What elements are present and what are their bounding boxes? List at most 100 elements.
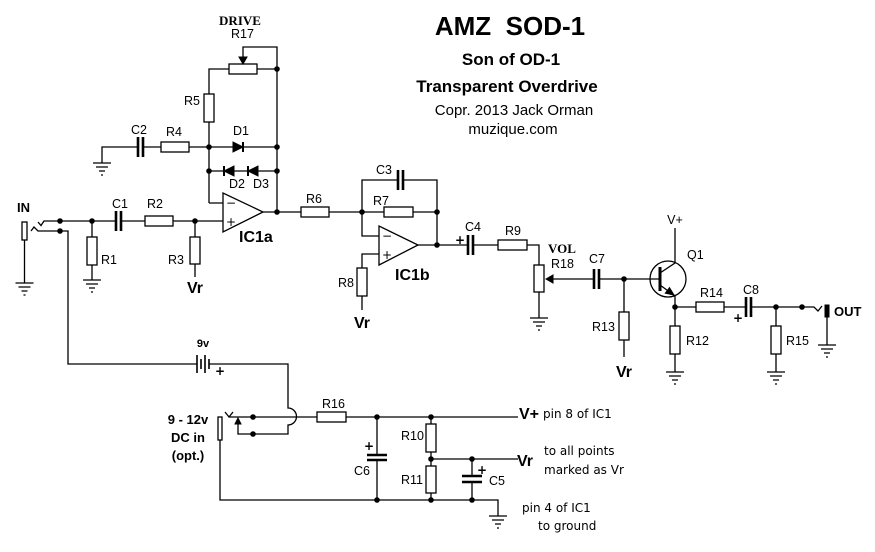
website: muzique.com <box>468 121 557 138</box>
vplus-label: V+ <box>667 213 683 227</box>
potentiometer-r18 <box>533 264 554 293</box>
dc-in-label-line3: (opt.) <box>172 448 204 463</box>
resistor-r16 <box>316 411 347 423</box>
label-r12: R12 <box>686 334 709 348</box>
copyright: Copr. 2013 Jack Orman <box>435 102 593 119</box>
resistor-r15 <box>770 325 782 355</box>
label-d1: D1 <box>233 124 249 138</box>
component-labels: R1 C1 R2 R3 C2 R4 R5 R17 DRIVE D1 D2 D3 … <box>101 13 809 488</box>
diode-d2 <box>222 165 235 177</box>
resistor-r1 <box>86 236 98 266</box>
label-r17: R17 <box>231 27 254 41</box>
dc-in-label-line1: 9 - 12v <box>168 412 209 427</box>
label-r15: R15 <box>786 334 809 348</box>
label-d2: D2 <box>229 177 245 191</box>
volume-label: VOL <box>548 241 576 256</box>
vr-label: Vr <box>187 280 203 297</box>
drive-label: DRIVE <box>219 13 261 28</box>
capacitor-c8 <box>744 297 753 317</box>
output-label: OUT <box>834 304 862 319</box>
resistor-r10 <box>425 423 437 453</box>
label-r2: R2 <box>147 197 163 211</box>
label-c5: C5 <box>489 474 505 488</box>
resistor-r4 <box>160 141 190 153</box>
noninverting-input-sign: + <box>382 248 392 262</box>
diode-d1 <box>232 141 245 153</box>
label-r10: R10 <box>401 429 424 443</box>
capacitor-c6 <box>367 453 387 462</box>
capacitors <box>114 137 753 484</box>
resistor-r14 <box>695 301 725 313</box>
junctions <box>57 66 805 503</box>
resistor-r11 <box>425 465 437 494</box>
inverting-input-sign: − <box>382 229 392 243</box>
ground-note-line2: to ground <box>538 519 596 533</box>
vr-rail-label: Vr <box>517 453 533 470</box>
vplus-rail-label: V+ <box>519 406 539 423</box>
label-r9: R9 <box>505 224 521 238</box>
emitter-arrow-icon <box>664 286 676 296</box>
label-r3: R3 <box>168 253 184 267</box>
label-c2: C2 <box>131 123 147 137</box>
label-c1: C1 <box>112 197 128 211</box>
polarity-mark: + <box>364 439 374 453</box>
wiper-arrow-icon <box>544 274 554 284</box>
label-r16: R16 <box>322 397 345 411</box>
label-ic1a: IC1a <box>239 229 273 246</box>
resistor-r5 <box>203 93 215 123</box>
opamp-ic1b: − + <box>378 224 420 267</box>
resistor-r13 <box>618 311 630 341</box>
resistor-r9 <box>497 239 528 251</box>
label-d3: D3 <box>253 177 269 191</box>
tagline: Transparent Overdrive <box>416 77 597 96</box>
polarity-mark: + <box>455 233 465 247</box>
capacitor-c7 <box>592 269 601 289</box>
subtitle: Son of OD-1 <box>462 50 560 69</box>
vr-note-line1: to all points <box>544 444 615 458</box>
label-r6: R6 <box>306 192 322 206</box>
opamp-ic1a: − + <box>222 191 265 234</box>
label-r4: R4 <box>166 125 182 139</box>
capacitor-c4 <box>466 235 475 255</box>
label-r1: R1 <box>101 253 117 267</box>
label-q1: Q1 <box>687 248 704 262</box>
resistors <box>86 56 782 494</box>
resistor-r3 <box>189 236 201 265</box>
label-r14: R14 <box>700 286 723 300</box>
label-c8: C8 <box>743 283 759 297</box>
inverting-input-sign: − <box>226 196 236 210</box>
resistor-r7 <box>383 206 414 218</box>
resistor-r8 <box>356 267 368 297</box>
diodes <box>222 141 259 177</box>
capacitor-c1 <box>114 211 123 231</box>
label-r13: R13 <box>592 320 615 334</box>
resistor-r2 <box>144 215 174 227</box>
polarity-mark: + <box>733 311 743 325</box>
label-r7: R7 <box>373 194 389 208</box>
noninverting-input-sign: + <box>226 215 236 229</box>
label-ic1b: IC1b <box>395 267 430 284</box>
battery-label: 9v <box>197 338 210 350</box>
ground-note-line1: pin 4 of IC1 <box>522 501 591 515</box>
switch-contact-icon <box>234 416 242 425</box>
dc-in-label-line2: DC in <box>171 430 205 445</box>
capacitor-c5 <box>462 474 482 484</box>
label-r5: R5 <box>184 94 200 108</box>
output-jack: OUT <box>824 304 862 319</box>
input-jack: IN <box>17 200 30 241</box>
resistor-r6 <box>300 206 330 218</box>
label-r8: R8 <box>338 276 354 290</box>
label-c4: C4 <box>465 220 481 234</box>
wiper-arrow-icon <box>238 56 248 66</box>
label-r11: R11 <box>401 473 423 487</box>
vr-label: Vr <box>616 364 632 381</box>
label-c7: C7 <box>589 252 605 266</box>
vr-label: Vr <box>354 315 370 332</box>
potentiometer-r17 <box>228 56 258 75</box>
resistor-r12 <box>669 325 681 355</box>
wires <box>23 46 828 516</box>
label-c6: C6 <box>354 464 370 478</box>
capacitor-c2 <box>136 137 145 157</box>
battery-polarity-mark: + <box>215 364 225 378</box>
